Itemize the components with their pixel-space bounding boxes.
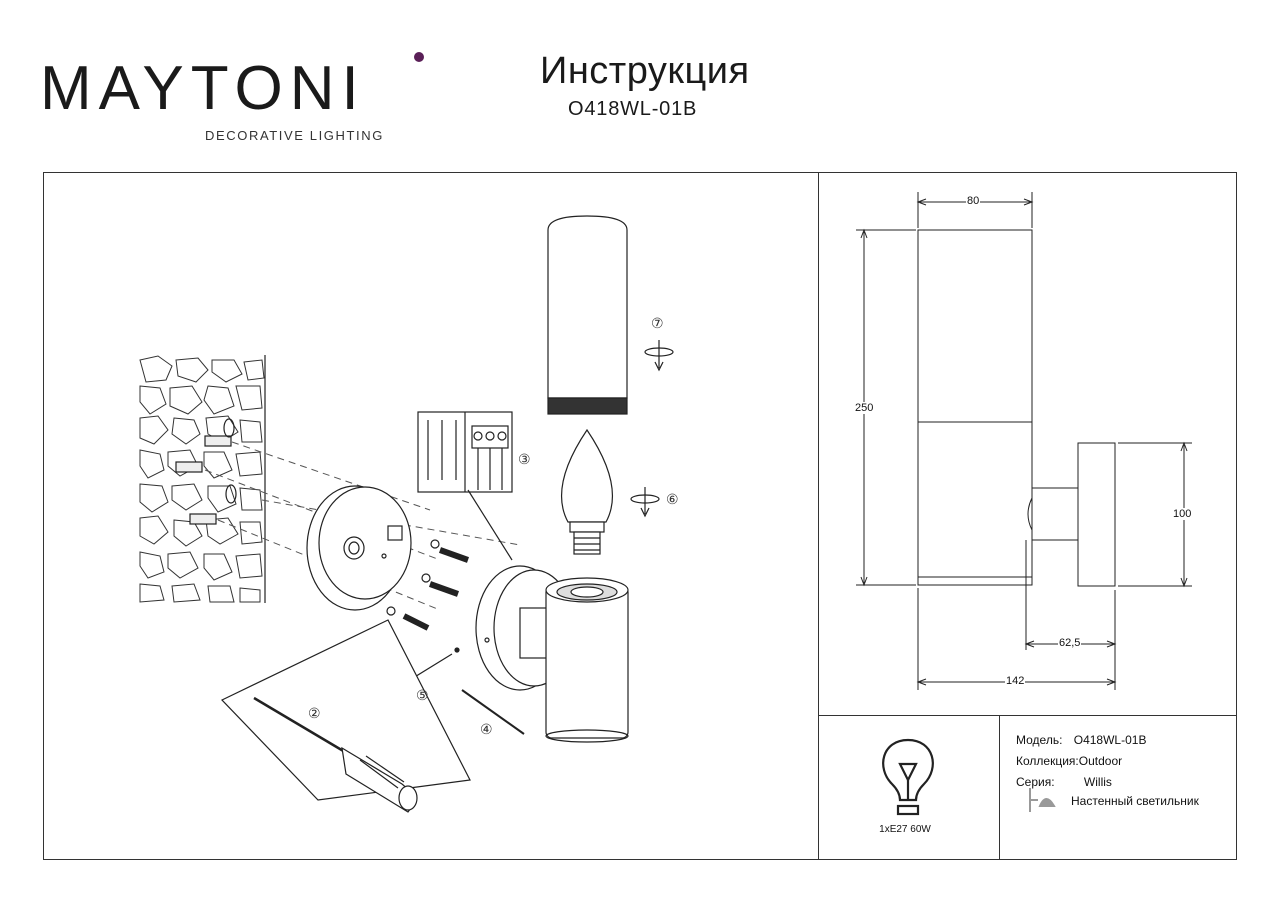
bulb-icon (882, 738, 934, 816)
step-3-label: ③ (518, 452, 531, 468)
dim-base-height: 100 (1172, 508, 1193, 520)
wiring-inset (417, 411, 513, 561)
dim-depth-total: 142 (1005, 675, 1026, 687)
document-model-code: O418WL-01B (568, 98, 698, 120)
brand-tagline: DECORATIVE LIGHTING (205, 128, 384, 143)
bulb-illustration (560, 428, 614, 555)
brand-wordmark: MAYTONI (40, 54, 366, 123)
spec-collection: Коллекция:Outdoor (1016, 754, 1122, 768)
step-7-label: ⑦ (651, 316, 664, 332)
frame-divider-vertical (818, 172, 820, 860)
lamp-body (475, 565, 629, 743)
spec-model-value: O418WL-01B (1073, 733, 1147, 747)
document-title: Инструкция (540, 50, 750, 92)
spec-model: Модель: O418WL-01B (1016, 733, 1146, 747)
spec-collection-value: Outdoor (1078, 754, 1123, 768)
brand-dot (414, 52, 424, 62)
mounting-plate (306, 485, 412, 611)
dim-width-top: 80 (966, 195, 981, 207)
spec-model-label: Модель: (1016, 733, 1063, 747)
spec-type: Настенный светильник (1071, 794, 1199, 808)
frame-divider-info (818, 715, 1237, 717)
brand-logo: MAYTONI DECORATIVE LIGHTING (40, 50, 424, 150)
spec-series-label: Серия: (1016, 775, 1055, 789)
step-5-label: ⑤ (416, 688, 429, 704)
bulb-spec: 1xE27 60W (879, 824, 931, 835)
spec-collection-label: Коллекция: (1016, 754, 1079, 768)
dimension-drawing (856, 192, 1192, 690)
dim-projection: 62,5 (1058, 637, 1082, 649)
step-2-label: ② (308, 706, 321, 722)
stone-wall-illustration (137, 355, 266, 603)
dim-height-total: 250 (854, 402, 875, 414)
drawing-frame (43, 172, 1237, 860)
spec-series: Серия: Willis (1016, 775, 1112, 789)
wall-lamp-icon (1029, 788, 1056, 812)
step-6-label: ⑥ (666, 492, 679, 508)
spec-series-value: Willis (1083, 775, 1112, 789)
frame-divider-info-vertical (999, 715, 1001, 860)
tools-illustration (220, 619, 525, 813)
step-4-label: ④ (480, 722, 493, 738)
shade-illustration (547, 215, 628, 415)
